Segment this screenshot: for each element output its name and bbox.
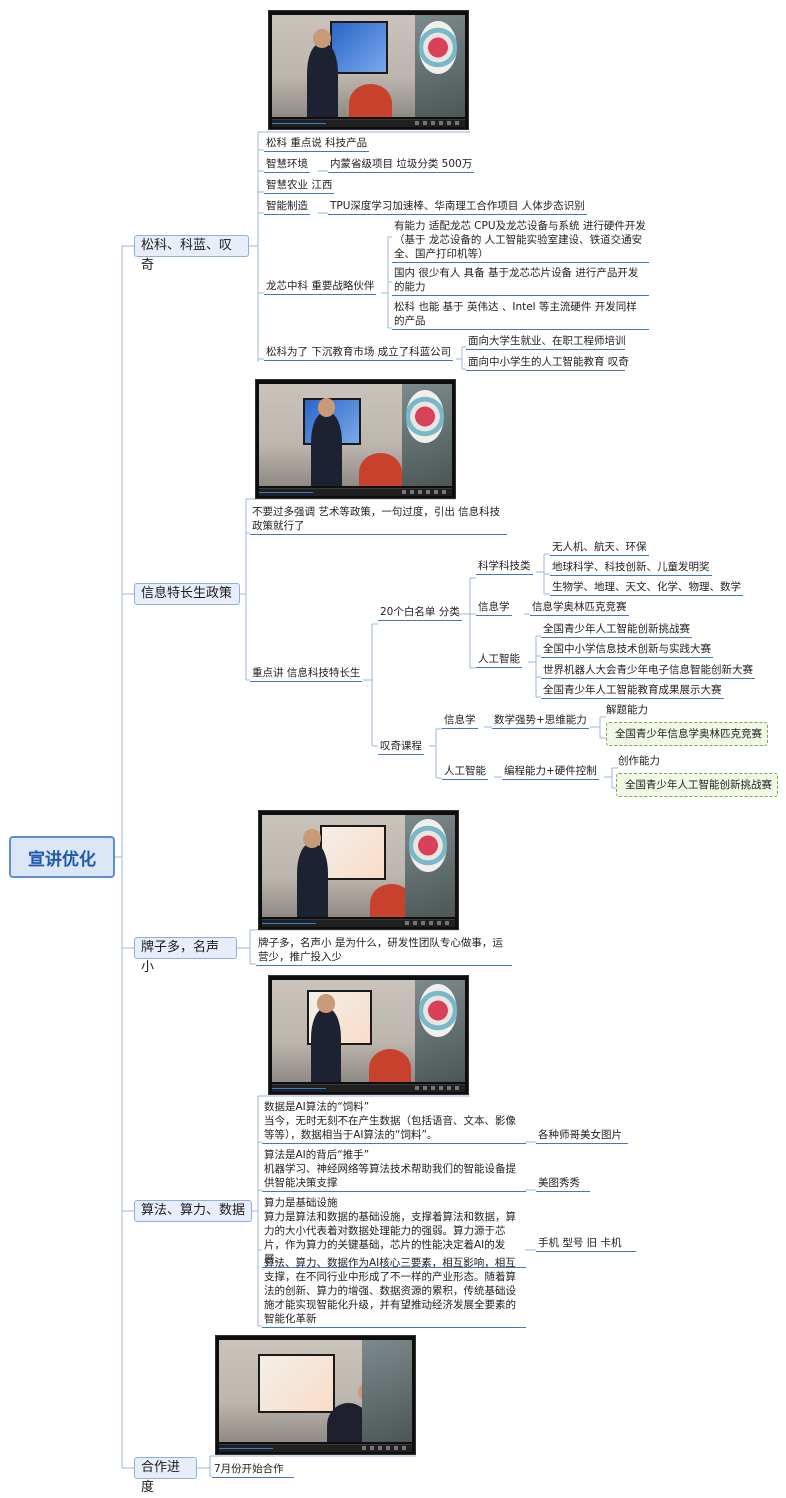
node-math-thinking[interactable]: 数学强势+思维能力: [492, 713, 589, 729]
node-whitelist[interactable]: 20个白名单 分类: [378, 605, 462, 621]
node-songke-nvidia[interactable]: 松科 也能 基于 英伟达 、Intel 等主流硬件 开发同样的产品: [392, 300, 649, 330]
presenter-photo: [258, 810, 459, 930]
presenter-photo: [268, 10, 469, 130]
branch-ai-elements[interactable]: 算法、算力、数据: [134, 1200, 252, 1222]
node-loongson[interactable]: 龙芯中科 重要战略伙伴: [264, 279, 377, 295]
node-sci-earth[interactable]: 地球科学、科技创新、儿童发明奖: [550, 560, 712, 576]
node-compute[interactable]: 算力是基础设施 算力是算法和数据的基础设施，支撑着算法和数据，算力的大小代表着对…: [262, 1196, 526, 1268]
node-loongson-ability[interactable]: 有能力 适配龙芯 CPU及龙芯设备与系统 进行硬件开发（基于 龙芯设备的 人工智…: [392, 219, 649, 263]
node-olympiad[interactable]: 信息学奥林匹克竞赛: [530, 600, 629, 616]
node-informatics[interactable]: 信息学: [476, 600, 512, 616]
node-highlight-ai-contest[interactable]: 全国青少年人工智能创新挑战赛: [616, 773, 778, 797]
node-coding-hardware[interactable]: 编程能力+硬件控制: [502, 764, 599, 780]
node-sci-bio[interactable]: 生物学、地理、天文、化学、物理、数学: [550, 580, 743, 596]
node-three-elements[interactable]: 算法、算力、数据作为AI核心三要素，相互影响，相互支撑，在不同行业中形成了不一样…: [262, 1256, 526, 1328]
presenter-photo: [215, 1335, 416, 1455]
node-smart-mfg[interactable]: 智能制造: [264, 199, 310, 215]
node-course-informatics[interactable]: 信息学: [442, 713, 478, 729]
branch-brand[interactable]: 牌子多，名声小: [134, 937, 237, 975]
node-highlight-olympiad[interactable]: 全国青少年信息学奥林匹克竞赛: [606, 722, 768, 746]
node-problem-solving[interactable]: 解题能力: [606, 704, 648, 716]
node-k12-ai[interactable]: 面向中小学生的人工智能教育 叹奇: [466, 355, 629, 371]
node-tanqi-course[interactable]: 叹奇课程: [378, 739, 424, 755]
node-ai-contest-2[interactable]: 全国中小学信息技术创新与实践大赛: [541, 642, 713, 658]
branch-songke[interactable]: 松科、科蓝、叹奇: [134, 235, 249, 273]
node-algorithm[interactable]: 算法是AI的背后“推手” 机器学习、神经网络等算法技术帮助我们的智能设备提供智能…: [262, 1148, 526, 1192]
node-policy-note[interactable]: 不要过多强调 艺术等政策，一句过度，引出 信息科技 政策就行了: [250, 505, 507, 535]
presenter-photo: [268, 975, 469, 1095]
node-smart-env-project[interactable]: 内蒙省级项目 垃圾分类 500万: [328, 157, 475, 173]
presenter-photo: [255, 379, 456, 499]
node-ai-contest-3[interactable]: 世界机器人大会青少年电子信息智能创新大赛: [541, 663, 755, 679]
node-sci-drone[interactable]: 无人机、航天、环保: [550, 540, 649, 556]
node-brand-note[interactable]: 牌子多，名声小 是为什么，研发性团队专心做事，运营少，推广投入少: [256, 936, 512, 966]
node-smart-env[interactable]: 智慧环境: [264, 157, 310, 173]
node-songke-tech[interactable]: 松科 重点说 科技产品: [264, 136, 370, 152]
node-loongson-rare[interactable]: 国内 很少有人 具备 基于龙芯芯片设备 进行产品开发的能力: [392, 266, 649, 296]
node-ai-contest-4[interactable]: 全国青少年人工智能教育成果展示大赛: [541, 683, 724, 699]
node-university[interactable]: 面向大学生就业、在职工程师培训: [466, 334, 626, 350]
node-smart-mfg-project[interactable]: TPU深度学习加速棒、华南理工合作项目 人体步态识别: [328, 199, 587, 215]
node-compute-example[interactable]: 手机 型号 旧 卡机: [536, 1236, 636, 1252]
node-ai-contest-1[interactable]: 全国青少年人工智能创新挑战赛: [541, 622, 692, 638]
node-science-cat[interactable]: 科学科技类: [476, 559, 533, 575]
node-info-talent[interactable]: 重点讲 信息科技特长生: [250, 666, 363, 682]
node-smart-agri[interactable]: 智慧农业 江西: [264, 178, 335, 194]
node-kelan-company[interactable]: 松科为了 下沉教育市场 成立了科蓝公司: [264, 345, 454, 361]
node-algorithm-example[interactable]: 美图秀秀: [536, 1176, 590, 1192]
branch-policy[interactable]: 信息特长生政策: [134, 583, 240, 605]
node-ai[interactable]: 人工智能: [476, 652, 522, 668]
node-data-feed[interactable]: 数据是AI算法的“饲料” 当今，无时无刻不在产生数据（包括语音、文本、影像等等）…: [262, 1100, 526, 1144]
node-july-start[interactable]: 7月份开始合作: [212, 1462, 294, 1478]
branch-progress[interactable]: 合作进度: [134, 1457, 197, 1495]
root-topic[interactable]: 宣讲优化: [9, 836, 115, 878]
node-data-example[interactable]: 各种师哥美女图片: [536, 1128, 628, 1144]
node-creation[interactable]: 创作能力: [618, 755, 660, 767]
node-course-ai[interactable]: 人工智能: [442, 764, 488, 780]
